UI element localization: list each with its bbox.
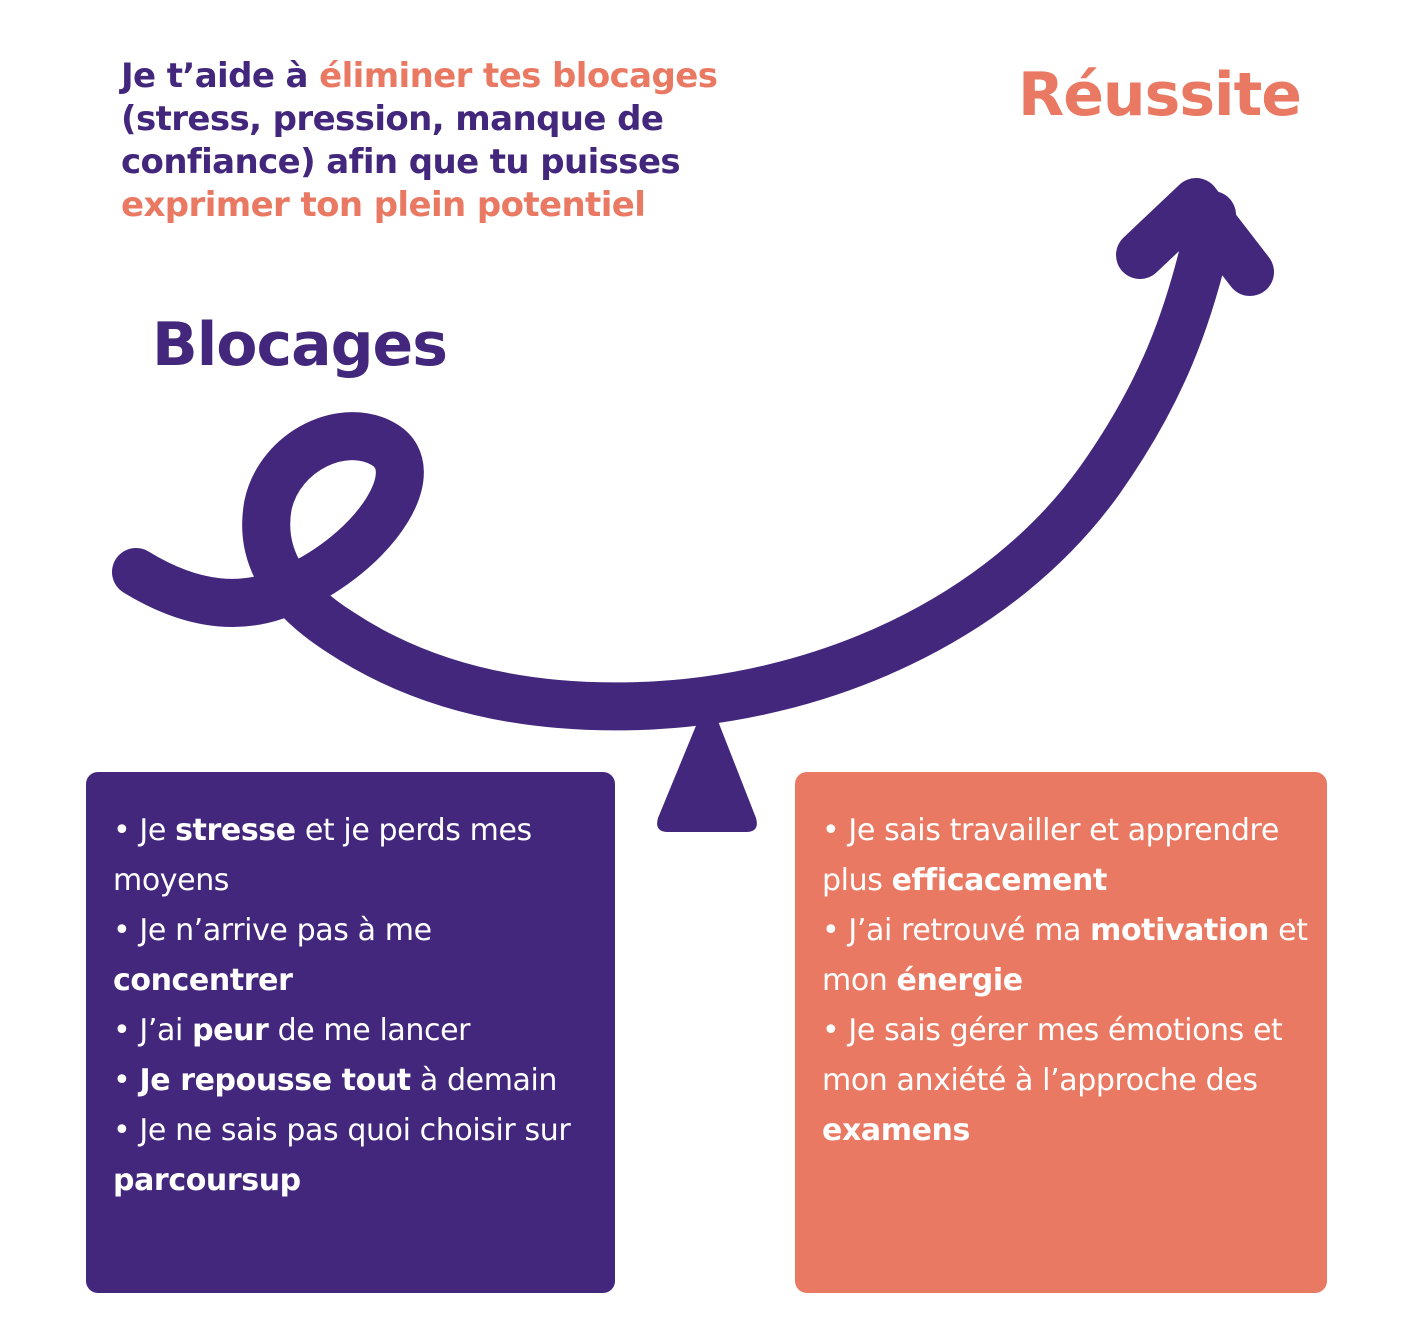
blocks-item-text: de me lancer: [268, 1013, 471, 1048]
blocks-item: • Je repousse tout à demain: [113, 1056, 595, 1106]
blocks-item-text: • Je ne sais pas quoi choisir sur: [113, 1113, 571, 1148]
success-item-text: • Je sais travailler et apprendre plus: [822, 813, 1279, 898]
blocks-item: • Je ne sais pas quoi choisir sur parcou…: [113, 1106, 595, 1206]
blocks-item-text: à demain: [410, 1063, 558, 1098]
success-item-bold: efficacement: [891, 863, 1108, 898]
curved-arrow-icon: [112, 178, 1274, 731]
blocks-item-text: •: [113, 1063, 140, 1098]
success-item-text: • J’ai retrouvé ma: [822, 913, 1091, 948]
success-item-text: et mon: [822, 913, 1308, 998]
success-item-bold: motivation: [1090, 913, 1269, 948]
intro-part-1: Je t’aide à: [121, 56, 320, 96]
blocks-item: • Je n’arrive pas à me concentrer: [113, 906, 595, 1006]
blocks-item-bold: concentrer: [113, 963, 293, 998]
success-item-bold: examens: [822, 1113, 970, 1148]
blocks-item-bold: Je repousse tout: [139, 1063, 411, 1098]
blocks-box: • Je stresse et je perds mes moyens • Je…: [86, 772, 615, 1293]
blocks-item-bold: stresse: [175, 813, 296, 848]
fulcrum-triangle-icon: [657, 711, 757, 832]
blocks-item-text: et je perds mes moyens: [113, 813, 532, 898]
blocks-item: • Je stresse et je perds mes moyens: [113, 806, 595, 906]
blocks-heading: Blocages: [152, 310, 448, 380]
success-heading: Réussite: [1018, 60, 1302, 130]
blocks-item-text: • Je: [113, 813, 176, 848]
intro-text: Je t’aide à éliminer tes blocages (stres…: [121, 55, 821, 227]
success-item-bold: énergie: [896, 963, 1024, 998]
blocks-item-bold: parcoursup: [113, 1163, 301, 1198]
blocks-item-bold: peur: [192, 1013, 269, 1048]
success-box: • Je sais travailler et apprendre plus e…: [795, 772, 1327, 1293]
blocks-item-text: • Je n’arrive pas à me: [113, 913, 432, 948]
blocks-item-text: • J’ai: [113, 1013, 193, 1048]
intro-highlight-2: exprimer ton plein potentiel: [121, 185, 646, 225]
intro-part-2: (stress, pression, manque de confiance) …: [121, 99, 681, 182]
intro-highlight-1: éliminer tes blocages: [319, 56, 718, 96]
success-item-text: • Je sais gérer mes émotions et mon anxi…: [822, 1013, 1283, 1098]
blocks-item: • J’ai peur de me lancer: [113, 1006, 595, 1056]
success-item: • Je sais gérer mes émotions et mon anxi…: [822, 1006, 1311, 1156]
success-item: • J’ai retrouvé ma motivation et mon éne…: [822, 906, 1311, 1006]
success-item: • Je sais travailler et apprendre plus e…: [822, 806, 1311, 906]
